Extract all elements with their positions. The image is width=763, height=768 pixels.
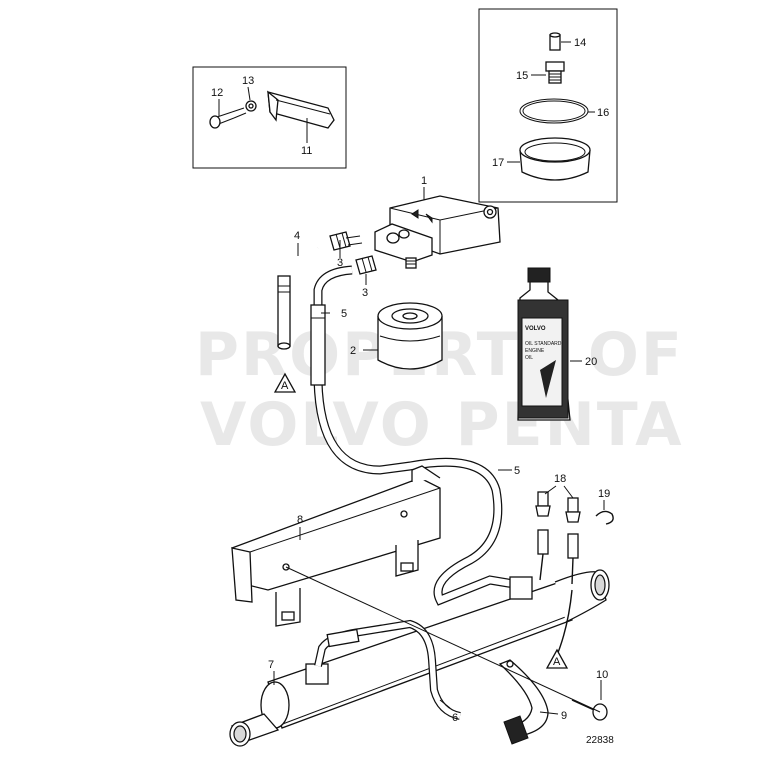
hose-part-5: [310, 265, 521, 606]
bottle-text-1: OIL STANDARD: [525, 341, 562, 347]
callout-2: 2: [350, 345, 356, 357]
callout-11: 11: [301, 145, 312, 157]
leader-lines: [218, 41, 605, 715]
inset-bracket-detail: [192, 66, 347, 169]
strap-part-9: [498, 659, 549, 745]
bottle-brand: VOLVO: [525, 326, 546, 332]
oil-cooler-part-7: [229, 569, 610, 747]
watermark-line-2: VOLVO PENTA: [200, 390, 684, 460]
callout-6: 6: [452, 712, 458, 724]
inset-frame-bracket: [192, 66, 347, 169]
nipple-part-15: [545, 61, 565, 72]
bottle-text-2: ENGINE: [525, 348, 545, 354]
bottle-text-3: OIL: [525, 355, 533, 361]
callout-12: 12: [211, 87, 223, 99]
filter-head-part-1: [374, 195, 501, 269]
callout-10: 10: [596, 669, 608, 681]
oil-bottle-part-20: VOLVO OIL STANDARD ENGINE OIL: [517, 267, 571, 421]
screw-part-10: [571, 699, 608, 721]
reference-marker-a-right: [545, 648, 569, 669]
callout-3-lower: 3: [362, 287, 368, 299]
bracket-part-11: [267, 91, 335, 129]
fitting-part-3-upper: [329, 231, 363, 251]
inset-filter-detail: [478, 8, 618, 203]
reference-label-a-right: A: [553, 656, 561, 668]
callout-14: 14: [574, 37, 586, 49]
bracket-part-8: [231, 465, 441, 627]
fitting-part-3-lower: [355, 255, 377, 275]
callout-17: 17: [492, 157, 504, 169]
callout-18: 18: [554, 473, 566, 485]
assembly-line-bracket-screw: [285, 566, 601, 713]
reference-marker-a-left: [273, 372, 297, 393]
callout-3-upper: 3: [337, 257, 343, 269]
oil-filter-part-2: [377, 302, 443, 370]
callout-5-lower: 5: [514, 465, 520, 477]
callout-1: 1: [421, 175, 427, 187]
callout-7: 7: [268, 659, 274, 671]
inset-frame-filter: [478, 8, 618, 203]
reference-label-a-left: A: [281, 380, 289, 392]
callout-9: 9: [561, 710, 567, 722]
callout-numbers: 1 2 3 3 4 5 5 6 7 8 9 10 11 12 13 14 15 …: [211, 37, 610, 724]
diagram-number: 22838: [586, 735, 614, 746]
callout-8: 8: [297, 514, 303, 526]
fittings-part-18: [535, 491, 581, 661]
hose-part-4: [277, 245, 319, 350]
callout-13: 13: [242, 75, 254, 87]
callout-5-upper: 5: [341, 308, 347, 320]
callout-20: 20: [585, 356, 597, 368]
callout-15: 15: [516, 70, 528, 82]
callout-4: 4: [294, 230, 300, 242]
o-ring-part-16: [519, 98, 589, 124]
callout-19: 19: [598, 488, 610, 500]
clip-part-19: [595, 510, 614, 525]
callout-16: 16: [597, 107, 609, 119]
hose-part-6: [314, 619, 461, 720]
